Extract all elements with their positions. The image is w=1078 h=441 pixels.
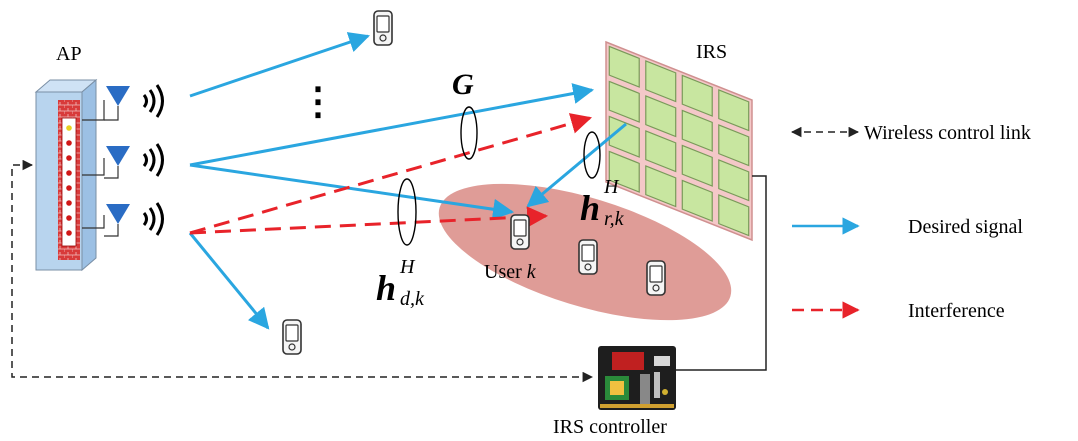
svg-text:r,k: r,k	[604, 208, 625, 230]
user-label: User k	[484, 261, 537, 283]
legend-label-desired: Desired signal	[908, 216, 1023, 238]
svg-text:H: H	[399, 256, 416, 278]
wireless-wave-icon	[142, 83, 164, 237]
irs-element	[608, 150, 640, 193]
svg-text:h: h	[580, 188, 600, 228]
irs-element	[718, 89, 750, 132]
irs-element	[645, 165, 677, 208]
legend-item-desired: Desired signal	[792, 216, 1023, 238]
svg-text:h: h	[376, 268, 396, 308]
irs-element	[681, 144, 713, 187]
irs-controller-label: IRS controller	[553, 416, 667, 438]
irs-element	[718, 124, 750, 167]
control-link	[11, 159, 767, 383]
irs-element	[608, 45, 640, 88]
irs-panel-icon	[605, 40, 753, 242]
controller-board-icon	[598, 346, 676, 410]
irs-element	[608, 115, 640, 158]
irs-element	[681, 74, 713, 117]
irs-element	[608, 80, 640, 123]
svg-text:d,k: d,k	[400, 288, 425, 310]
channel-g-label: G	[452, 68, 474, 101]
irs-element	[645, 95, 677, 138]
legend-item-interference: Interference	[792, 300, 1005, 322]
channel-hd-label: h H d,k	[376, 256, 425, 310]
irs-element	[681, 179, 713, 222]
svg-text:H: H	[603, 176, 620, 198]
irs-element	[645, 60, 677, 103]
channel-hr-label: h H r,k	[580, 176, 625, 230]
legend-item-control: Wireless control link	[790, 122, 1031, 144]
irs-element	[718, 194, 750, 237]
legend-label-control: Wireless control link	[864, 122, 1031, 144]
irs-element	[645, 130, 677, 173]
legend: Wireless control link Desired signal Int…	[790, 122, 1031, 322]
legend-label-interference: Interference	[908, 300, 1005, 322]
antenna-icon	[104, 85, 131, 237]
irs-element	[681, 109, 713, 152]
interference-arrows	[189, 113, 593, 235]
irs-element	[718, 159, 750, 202]
ap-label: AP	[56, 43, 82, 65]
dots-label: ⋮	[299, 81, 337, 123]
irs-label: IRS	[696, 41, 727, 63]
